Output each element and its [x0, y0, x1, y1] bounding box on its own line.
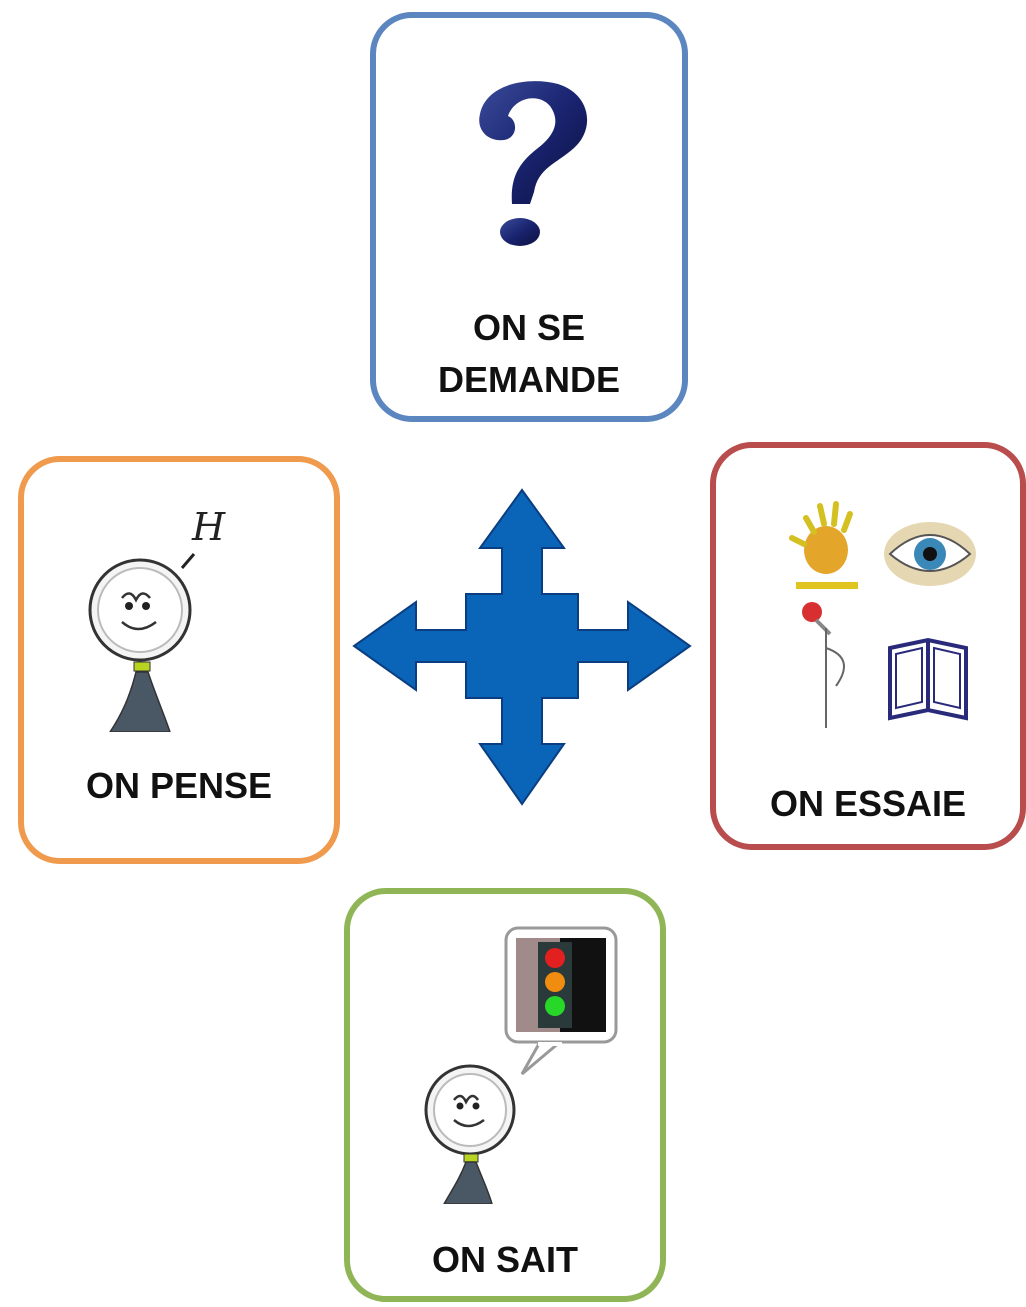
card-on-essaie: ON ESSAIE — [710, 442, 1026, 850]
card-on-sait: ON SAIT — [344, 888, 666, 1302]
svg-text:H: H — [191, 505, 226, 549]
eye-icon — [884, 522, 976, 586]
book-icon — [888, 637, 968, 721]
card-top-label-line1: ON SE — [472, 307, 586, 348]
four-way-arrow-icon — [352, 488, 692, 806]
microphone-icon — [802, 602, 845, 728]
thinking-character-icon: H — [82, 492, 252, 732]
senses-icons — [786, 498, 986, 738]
sun-hand-icon — [789, 501, 858, 589]
traffic-light-speech-icon — [410, 924, 620, 1204]
card-top-label-line2: DEMANDE — [437, 359, 620, 400]
card-left-label: ON PENSE — [85, 765, 273, 806]
card-on-se-demande: ON SE DEMANDE — [370, 12, 688, 422]
card-bottom-label: ON SAIT — [431, 1239, 578, 1280]
card-on-pense: H ON PENSE — [18, 456, 340, 864]
card-right-label: ON ESSAIE — [769, 783, 967, 824]
question-mark-icon — [468, 76, 598, 256]
